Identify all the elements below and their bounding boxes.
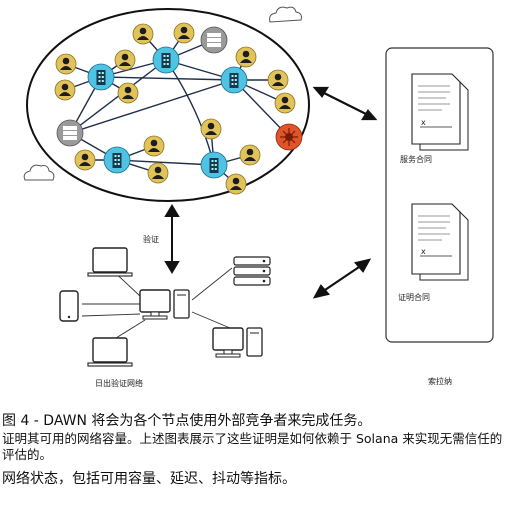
person-icon (143, 135, 165, 157)
person-icon (239, 144, 261, 166)
figure-caption-note: 网络状态，包括可用容量、延迟、抖动等指标。 (2, 471, 296, 487)
figure-caption-title: 图 4 - DAWN 将会为各个节点使用外部竞争者来完成任务。 (2, 413, 372, 429)
phone-icon (59, 290, 79, 322)
person-icon (173, 22, 195, 44)
person-icon (74, 149, 96, 171)
laptop-icon (87, 337, 133, 367)
service-contract-label: 服务合同 (400, 154, 432, 164)
tower-nodes (87, 46, 248, 179)
tower-icon (87, 63, 115, 91)
document-mark: x (421, 118, 426, 127)
server-node-icon (200, 26, 228, 54)
tower-icon (200, 151, 228, 179)
person-icon (55, 53, 77, 75)
tower-icon (220, 66, 248, 94)
person-icon (267, 69, 289, 91)
double-arrow-icon (312, 86, 378, 121)
person-nodes (54, 22, 296, 195)
document-icon (411, 203, 469, 281)
solana-panel (385, 47, 494, 343)
person-icon (114, 49, 136, 71)
tower-icon (103, 146, 131, 174)
cloud-icon (269, 6, 302, 23)
virus-icon (275, 123, 303, 151)
desktop-icon (139, 289, 190, 320)
person-icon (54, 79, 76, 101)
document-mark: x (421, 247, 426, 256)
person-icon (274, 92, 296, 114)
server-node-icon (56, 119, 84, 147)
desktop-icon (212, 327, 263, 358)
verify-label: 验证 (143, 234, 159, 244)
server-icon (233, 256, 271, 286)
tower-icon (152, 46, 180, 74)
document-icon (411, 73, 469, 151)
person-icon (225, 173, 247, 195)
person-icon (147, 162, 169, 184)
person-icon (132, 23, 154, 45)
proof-contract-label: 证明合同 (398, 292, 430, 302)
cloud-icon (23, 164, 55, 181)
figure-caption-body: 证明其可用的网络容量。上述图表展示了这些证明是如何依赖于 Solana 来实现无… (2, 431, 503, 462)
person-icon (117, 82, 139, 104)
laptop-icon (87, 247, 133, 277)
network-boundary (26, 8, 310, 202)
dawn-network-diagram: 验证 x 服务合同 x 证明合同 索拉纳 (23, 6, 494, 388)
person-icon (235, 46, 257, 68)
sunrise-network-label: 日出验证网络 (95, 378, 143, 388)
solana-label: 索拉纳 (428, 376, 452, 386)
double-arrow-icon (312, 258, 372, 299)
verify-arrow-icon (164, 204, 180, 274)
person-icon (200, 118, 222, 140)
